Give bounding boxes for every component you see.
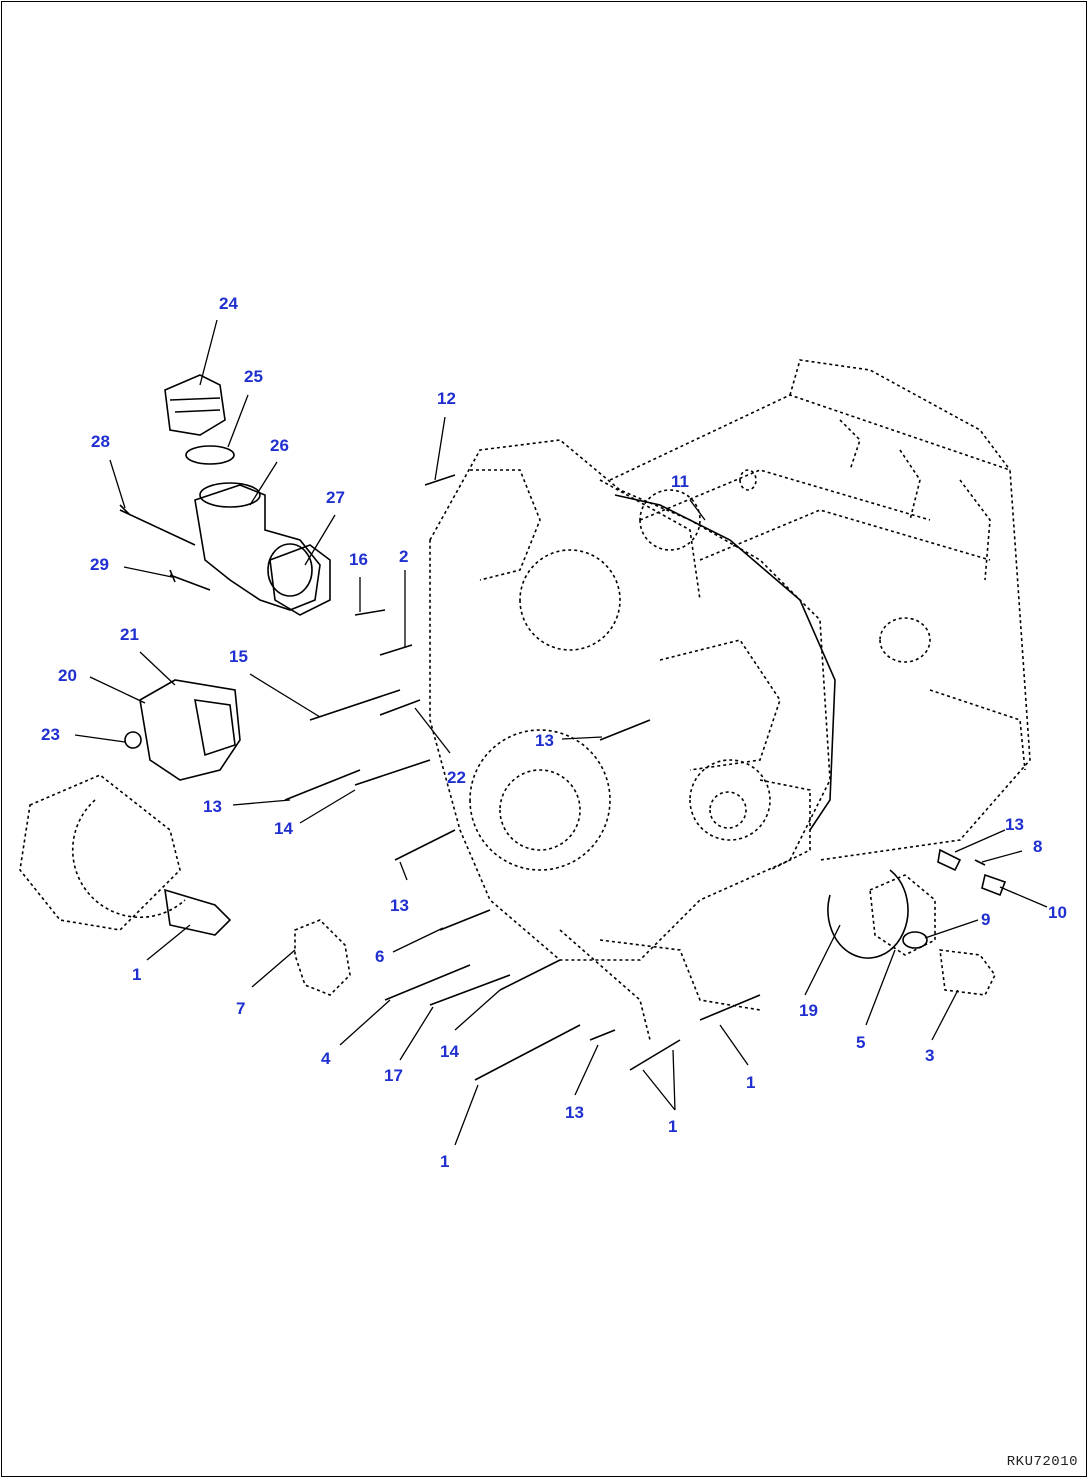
callout-14-b: 17	[384, 1066, 403, 1085]
callout-22: 22	[447, 768, 466, 787]
callout-3: 5	[856, 1033, 865, 1052]
gear-case	[429, 439, 831, 1041]
bolt-1c	[629, 1039, 681, 1071]
callout-28: 28	[91, 432, 110, 451]
bolt-17	[384, 964, 471, 1001]
bolt-28	[119, 504, 196, 546]
drawing-reference-code: RKU72010	[1006, 1454, 1078, 1470]
callout-29: 29	[90, 555, 109, 574]
callout-20: 20	[58, 666, 77, 685]
callout-1-a: 6	[375, 947, 384, 966]
callout-1-c: 1	[746, 1073, 755, 1092]
bolt-13c	[599, 719, 651, 741]
leader-lines	[74, 319, 1048, 1146]
bolt-1a	[439, 909, 491, 931]
bolt-13a	[354, 759, 431, 786]
bolt-1d	[699, 994, 761, 1021]
pump-o-ring	[827, 869, 909, 959]
bolt-12	[424, 474, 456, 486]
bolt-14b	[429, 974, 511, 1006]
filler-tube-housing	[194, 482, 321, 611]
oil-filter	[19, 774, 232, 936]
stud-2	[379, 644, 413, 656]
bolt-13d	[499, 959, 561, 991]
callout-15: 15	[229, 647, 248, 666]
callout-18: 1	[440, 1152, 449, 1171]
oil-pump	[869, 874, 996, 996]
spacer	[294, 919, 351, 996]
callout-25: 25	[244, 367, 263, 386]
plug-8	[937, 848, 962, 872]
filler-gasket	[269, 544, 331, 616]
callout-13-b: 14	[274, 819, 293, 838]
callout-12: 12	[437, 389, 456, 408]
callout-13-a: 13	[535, 731, 554, 750]
callout-10: 8	[1033, 837, 1042, 856]
callout-19: 7	[236, 999, 245, 1018]
callout-17: 4	[321, 1049, 331, 1068]
callout-24: 24	[219, 294, 238, 313]
callout-8: 13	[1005, 815, 1024, 834]
callout-7: 1	[132, 965, 141, 984]
bolt-22	[379, 699, 421, 716]
callout-9: 10	[1048, 903, 1067, 922]
bolt-29	[169, 569, 211, 591]
engine-block	[609, 359, 1031, 861]
callout-1-b: 13	[565, 1103, 584, 1122]
callout-11: 11	[671, 472, 689, 491]
callout-13-d: 14	[440, 1042, 459, 1061]
filler-o-ring	[185, 445, 235, 465]
callout-5: 19	[799, 1001, 818, 1020]
plug-9	[981, 873, 1007, 897]
callout-26: 26	[270, 436, 289, 455]
side-cover	[139, 679, 241, 781]
callout-4: 3	[925, 1046, 934, 1065]
cover-nut	[124, 731, 142, 749]
front-cover-gasket	[614, 494, 836, 831]
bolt-18	[474, 1024, 581, 1081]
bolt-1b	[589, 1029, 616, 1041]
callout-13-c: 13	[390, 896, 409, 915]
stud-16	[354, 609, 386, 616]
callout-27: 27	[326, 488, 345, 507]
callout-21: 21	[120, 625, 139, 644]
bolt-14a	[284, 769, 361, 801]
callout-6: 9	[981, 910, 990, 929]
callout-1-d: 1	[668, 1117, 677, 1136]
callout-14-a: 13	[203, 797, 222, 816]
bolt-13b	[394, 829, 456, 861]
bolt-15	[309, 689, 401, 721]
callout-labels: 24 25 26 27 28 29 16 2 12 11 21 20 15 23…	[41, 294, 1067, 1171]
callout-2: 2	[399, 547, 408, 566]
callout-23: 23	[41, 725, 60, 744]
oil-filler-cap	[164, 374, 226, 436]
washer-10	[974, 859, 986, 866]
callout-16: 16	[349, 550, 368, 569]
